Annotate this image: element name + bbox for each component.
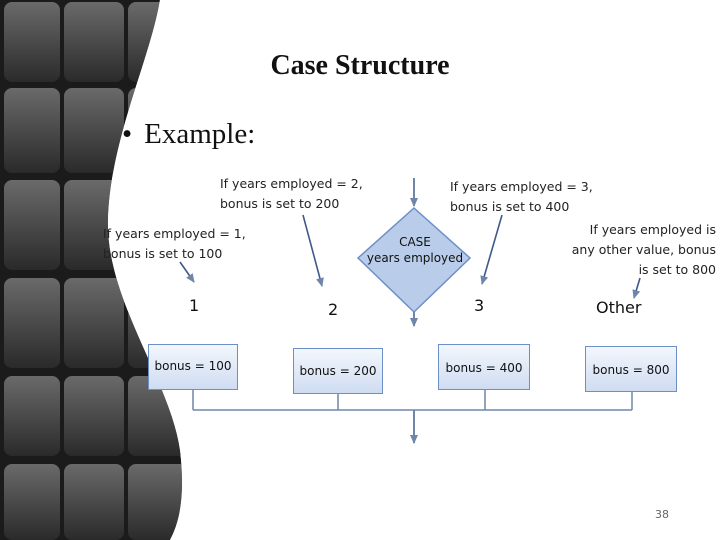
pointer-other xyxy=(632,277,641,299)
bullet-dot-icon: • xyxy=(122,118,133,150)
note-years-2-line2: bonus is set to 200 xyxy=(220,196,340,211)
process-box-200: bonus = 200 xyxy=(293,348,383,394)
branch-label-3: 3 xyxy=(474,296,485,315)
process-box-100-label: bonus = 100 xyxy=(154,359,232,373)
note-other-line3: is set to 800 xyxy=(638,262,716,277)
process-box-200-label: bonus = 200 xyxy=(299,364,377,378)
note-years-2-line1: If years employed = 2, xyxy=(220,176,363,191)
slide-title: Case Structure xyxy=(270,50,450,81)
note-years-1: If years employed = 1, bonus is set to 1… xyxy=(103,224,246,264)
note-other-line2: any other value, bonus xyxy=(571,242,716,257)
branch-label-1: 1 xyxy=(189,296,200,315)
process-box-400: bonus = 400 xyxy=(438,344,530,390)
note-years-1-line2: bonus is set to 100 xyxy=(103,246,223,261)
case-label: CASE years employed xyxy=(354,234,476,266)
note-other-line1: If years employed is xyxy=(589,222,716,237)
pointer-years-1 xyxy=(179,261,195,283)
note-years-2: If years employed = 2, bonus is set to 2… xyxy=(220,174,363,214)
process-box-100: bonus = 100 xyxy=(148,344,238,390)
bullet-example: •Example: xyxy=(122,118,256,150)
process-box-800-label: bonus = 800 xyxy=(592,363,670,377)
page-number: 38 xyxy=(655,508,669,521)
note-other: If years employed is any other value, bo… xyxy=(548,220,716,280)
note-years-3: If years employed = 3, bonus is set to 4… xyxy=(450,177,593,217)
case-label-line2: years employed xyxy=(366,251,464,265)
process-box-400-label: bonus = 400 xyxy=(445,361,523,375)
note-years-1-line1: If years employed = 1, xyxy=(103,226,246,241)
note-years-3-line1: If years employed = 3, xyxy=(450,179,593,194)
branch-label-other: Other xyxy=(596,298,642,317)
case-label-line1: CASE xyxy=(399,235,431,249)
pointer-years-2 xyxy=(302,214,324,287)
note-years-3-line2: bonus is set to 400 xyxy=(450,199,570,214)
process-box-800: bonus = 800 xyxy=(585,346,677,392)
pointer-years-3 xyxy=(480,214,503,285)
branch-label-2: 2 xyxy=(328,300,339,319)
